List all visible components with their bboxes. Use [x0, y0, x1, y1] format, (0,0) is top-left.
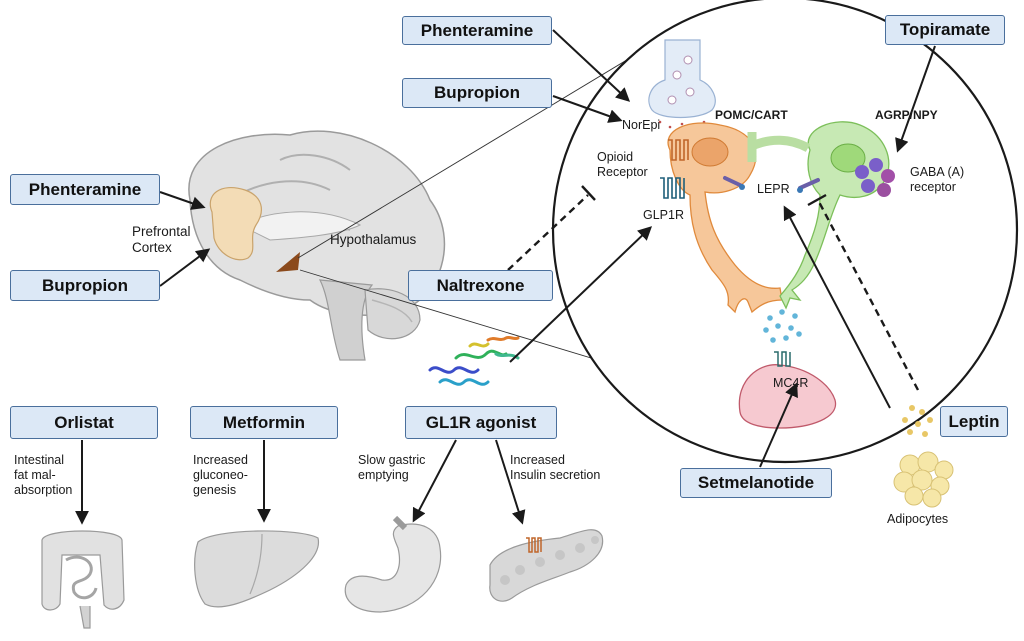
label-mc4r: MC4R — [773, 376, 809, 390]
label-slow-gastric-emptying: Slow gastric emptying — [358, 453, 426, 482]
pomc-nucleus — [691, 137, 729, 167]
label-lepr: LEPR — [757, 182, 790, 196]
agrp-inhibits-pomc — [747, 132, 811, 162]
label-adipocytes: Adipocytes — [887, 512, 949, 526]
brain-illustration — [188, 130, 446, 361]
drug-box-orlistat: Orlistat — [10, 406, 158, 439]
label-gaba-a-receptor: GABA (A) receptor — [910, 165, 965, 194]
glp1r-receptor-icon — [660, 177, 685, 199]
arrows — [75, 29, 936, 525]
stomach-illustration — [344, 515, 442, 613]
drug-box-phenteramine-top: Phenteramine — [402, 16, 552, 45]
label-agrp-npy: AGRP/NPY — [875, 108, 938, 122]
label-hypothalamus: Hypothalamus — [330, 232, 417, 247]
drug-box-phenteramine-left: Phenteramine — [10, 174, 160, 205]
drug-box-leptin: Leptin — [940, 406, 1008, 437]
hypothalamus-region — [276, 252, 300, 272]
drug-box-naltrexone: Naltrexone — [408, 270, 553, 301]
gaba-a-receptor-icon — [855, 158, 895, 197]
pancreas-illustration — [489, 529, 604, 602]
label-intestinal-fat-malabsorption: Intestinal fat mal- absorption — [14, 453, 73, 497]
label-increased-insulin-secretion: Increased Insulin secretion — [510, 453, 601, 482]
leptin-dots — [902, 405, 933, 437]
agrp-nucleus — [830, 143, 866, 173]
drug-box-bupropion-left: Bupropion — [10, 270, 160, 301]
lepr-receptor-agrp-icon — [797, 178, 820, 193]
opioid-receptor-icon — [668, 139, 689, 161]
label-prefrontal-cortex: Prefrontal Cortex — [132, 224, 191, 255]
adipocytes-illustration — [893, 451, 954, 508]
drug-box-gl1r-agonist: GL1R agonist — [405, 406, 557, 439]
liver-illustration — [194, 530, 319, 608]
inhibition-lines — [507, 185, 920, 391]
prefrontal-cortex-region — [209, 186, 262, 261]
label-increased-gluconeogenesis: Increased gluconeo- genesis — [193, 453, 248, 497]
glp1-agonist-protein-icon — [428, 335, 520, 386]
label-glp1r: GLP1R — [643, 208, 684, 222]
drug-box-setmelanotide: Setmelanotide — [680, 468, 832, 498]
label-pomc-cart: POMC/CART — [715, 108, 788, 122]
drug-box-bupropion-top: Bupropion — [402, 78, 552, 108]
drug-box-topiramate: Topiramate — [885, 15, 1005, 45]
alpha-msh-dots — [763, 309, 802, 343]
label-norepi: NorEpi — [622, 118, 661, 132]
norepi-presynaptic-terminal — [648, 39, 716, 133]
drug-box-metformin: Metformin — [190, 406, 338, 439]
intestine-illustration — [41, 530, 125, 629]
label-opioid-receptor: Opioid Receptor — [597, 150, 648, 179]
lepr-receptor-pomc-icon — [723, 176, 745, 190]
mc4r-receptor-icon — [774, 351, 791, 367]
